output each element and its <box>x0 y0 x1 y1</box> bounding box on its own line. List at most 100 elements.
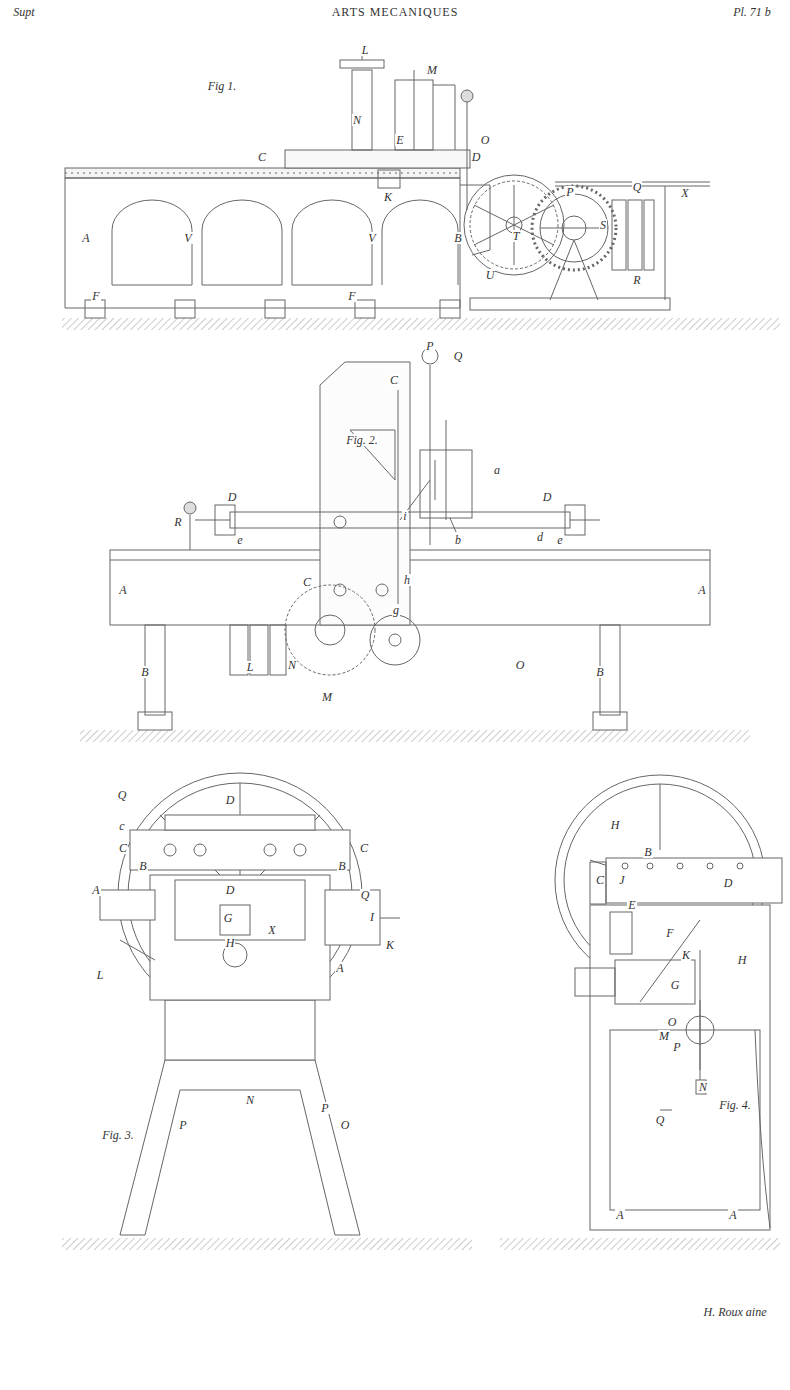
part-letter: D <box>227 491 238 503</box>
plate-note: Fig. 3. <box>101 1129 135 1141</box>
part-letter: F <box>91 290 100 302</box>
part-letter: H <box>610 819 621 831</box>
part-letter: A <box>118 584 127 596</box>
part-letter: e <box>556 534 563 546</box>
part-letter: F <box>665 927 674 939</box>
part-letter: M <box>426 64 438 76</box>
plate-title: ARTS MECANIQUES <box>332 6 459 18</box>
part-letter: P <box>178 1119 187 1131</box>
part-letter: N <box>352 114 362 126</box>
part-letter: K <box>383 191 393 203</box>
part-letter: D <box>723 877 734 889</box>
part-letter: G <box>223 912 234 924</box>
part-letter: C <box>595 874 605 886</box>
part-letter: Q <box>360 889 371 901</box>
part-letter: E <box>395 134 404 146</box>
part-letter: i <box>402 510 407 522</box>
fig4-machine <box>555 775 782 1230</box>
ground <box>62 1238 472 1250</box>
part-letter: Q <box>117 789 128 801</box>
part-letter: g <box>392 604 400 616</box>
part-letter: a <box>493 464 501 476</box>
part-letter: R <box>173 516 182 528</box>
margin <box>0 1300 790 1301</box>
part-letter: A <box>81 232 90 244</box>
part-letter: S <box>599 219 607 231</box>
part-letter: O <box>480 134 491 146</box>
part-letter: P <box>320 1102 329 1114</box>
part-letter: K <box>681 949 691 961</box>
fig3-machine <box>100 773 400 1235</box>
part-letter: M <box>321 691 333 703</box>
part-letter: L <box>246 661 255 673</box>
part-letter: E <box>627 899 636 911</box>
part-letter: C <box>302 576 312 588</box>
part-letter: h <box>403 574 411 586</box>
plate-note: H. Roux aine <box>703 1306 768 1318</box>
part-letter: Q <box>655 1114 666 1126</box>
plate-note: Pl. 71 b <box>732 6 772 18</box>
part-letter: D <box>542 491 553 503</box>
plate-note: Supt <box>12 6 35 18</box>
part-letter: B <box>337 860 346 872</box>
part-letter: C <box>359 842 369 854</box>
part-letter: A <box>335 962 344 974</box>
part-letter: T <box>512 230 521 242</box>
part-letter: B <box>140 666 149 678</box>
plate-note: Fig 1. <box>207 80 238 92</box>
part-letter: J <box>618 874 625 886</box>
plate-note: Fig. 4. <box>718 1099 752 1111</box>
part-letter: H <box>737 954 748 966</box>
fig2-machine <box>110 348 710 730</box>
part-letter: I <box>369 911 375 923</box>
part-letter: L <box>96 969 105 981</box>
fig1-machine <box>65 45 710 318</box>
part-letter: K <box>385 939 395 951</box>
part-letter: A <box>728 1209 737 1221</box>
part-letter: Q <box>453 350 464 362</box>
part-letter: H <box>225 937 236 949</box>
part-letter: P <box>565 186 574 198</box>
part-letter: R <box>632 274 641 286</box>
plate-note: Fig. 2. <box>345 434 379 446</box>
part-letter: A <box>615 1209 624 1221</box>
part-letter: G <box>670 979 681 991</box>
part-letter: F <box>347 290 356 302</box>
part-letter: P <box>672 1041 681 1053</box>
part-letter: c <box>118 820 125 832</box>
part-letter: e <box>236 534 243 546</box>
part-letter: P <box>425 340 434 352</box>
part-letter: X <box>680 187 689 199</box>
ground <box>500 1238 780 1250</box>
part-letter: Q <box>632 181 643 193</box>
part-letter: D <box>471 151 482 163</box>
part-letter: D <box>225 884 236 896</box>
part-letter: N <box>287 659 297 671</box>
part-letter: d <box>536 531 544 543</box>
part-letter: B <box>595 666 604 678</box>
part-letter: X <box>267 924 276 936</box>
part-letter: A <box>697 584 706 596</box>
part-letter: V <box>367 232 376 244</box>
part-letter: A <box>91 884 100 896</box>
ground <box>80 730 750 742</box>
part-letter: D <box>225 794 236 806</box>
part-letter: C <box>118 842 128 854</box>
part-letter: V <box>183 232 192 244</box>
part-letter: O <box>667 1016 678 1028</box>
part-letter: C <box>389 374 399 386</box>
part-letter: N <box>245 1094 255 1106</box>
part-letter: L <box>361 44 370 56</box>
part-letter: B <box>453 232 462 244</box>
part-letter: U <box>485 269 496 281</box>
ground <box>62 318 780 330</box>
part-letter: B <box>138 860 147 872</box>
part-letter: M <box>658 1030 670 1042</box>
part-letter: O <box>340 1119 351 1131</box>
part-letter: O <box>515 659 526 671</box>
part-letter: b <box>454 534 462 546</box>
part-letter: B <box>643 846 652 858</box>
part-letter: C <box>257 151 267 163</box>
part-letter: N <box>698 1081 708 1093</box>
